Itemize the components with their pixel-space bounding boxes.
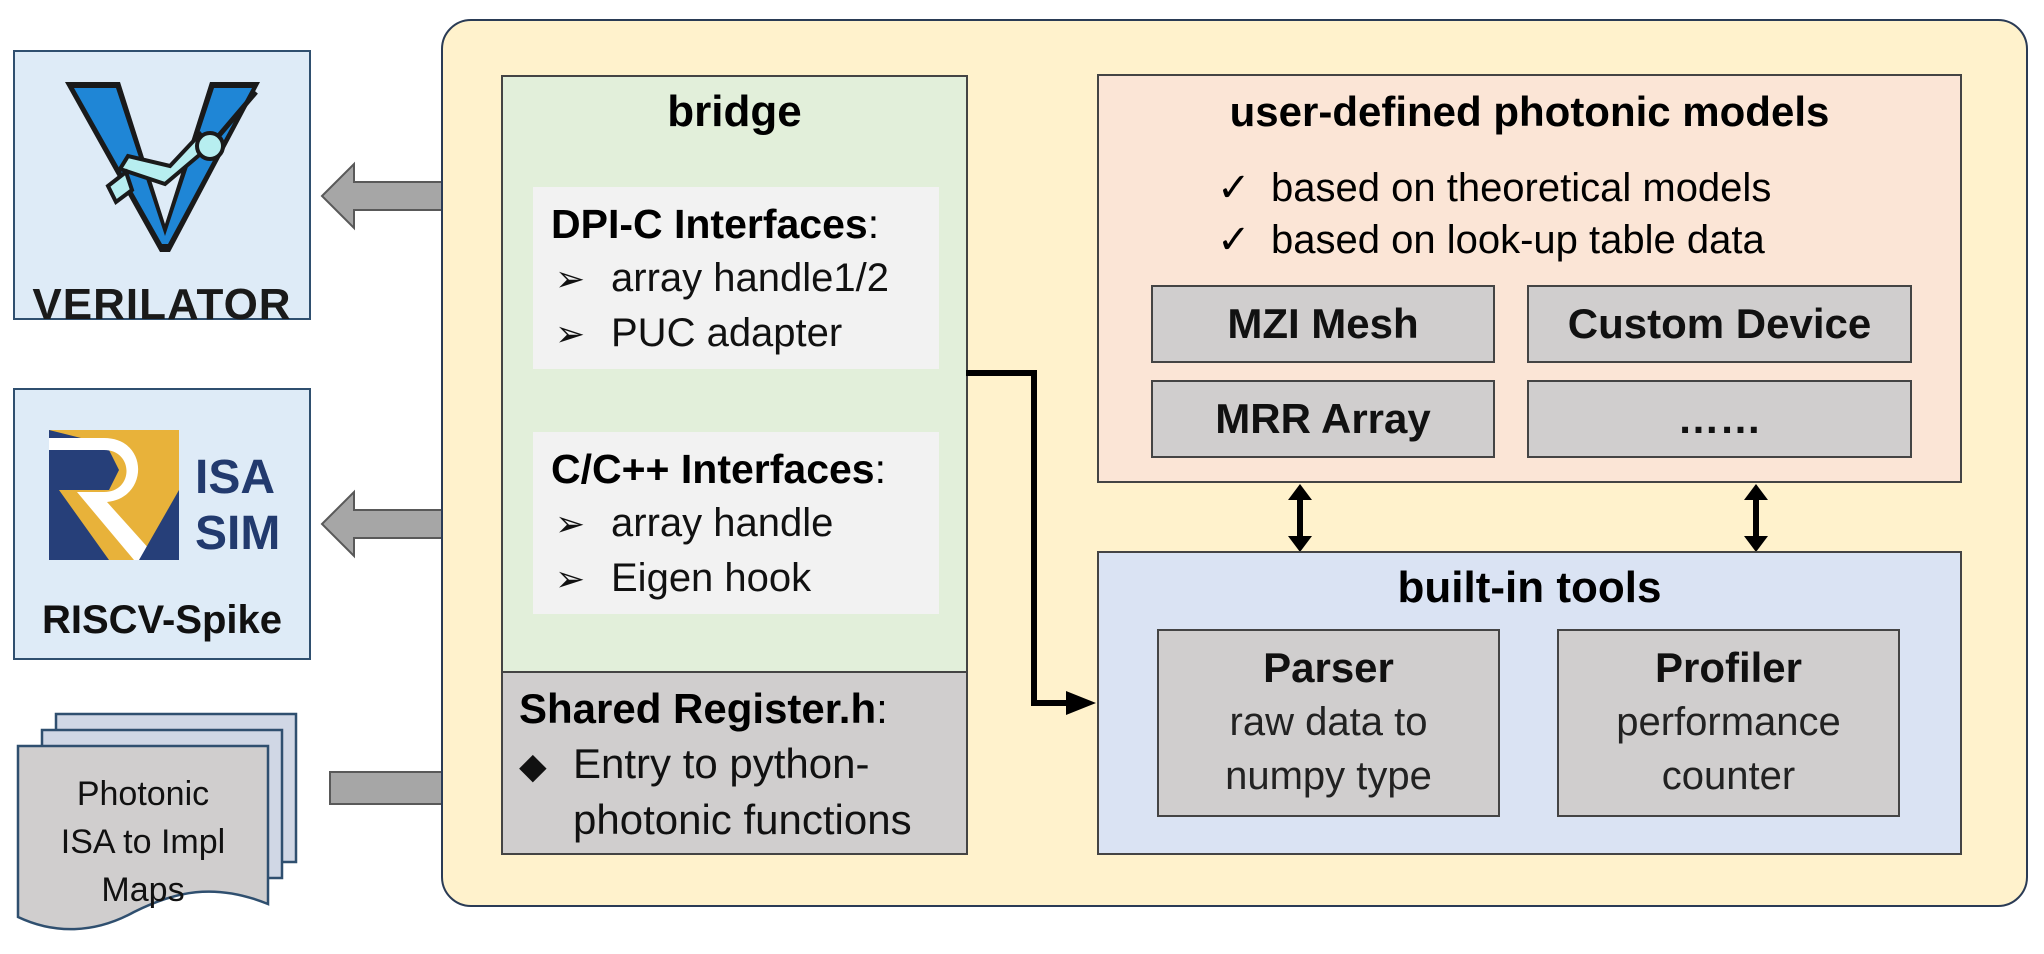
check-icon: ✓	[1217, 166, 1251, 210]
cpp-interfaces-title: C/C++ Interfaces:	[551, 446, 887, 492]
maps-line-1: Photonic	[76, 775, 210, 813]
built-in-tools-panel: built-in tools Parser raw data to numpy …	[1097, 551, 1962, 855]
custom-device-box: Custom Device	[1527, 285, 1912, 363]
profiler-desc-2: counter	[1661, 754, 1796, 798]
shared-register-line-1: ◆Entry to python-	[519, 737, 950, 793]
profiler-box: Profiler performance counter	[1557, 629, 1900, 817]
photonic-models-panel: user-defined photonic models ✓based on t…	[1097, 74, 1962, 483]
profiler-desc-1: performance	[1616, 700, 1841, 744]
models-tools-arrow-left-icon	[1288, 484, 1312, 552]
parser-title: Parser	[1263, 644, 1394, 691]
cpp-interfaces-box: C/C++ Interfaces: ➢array handle ➢Eigen h…	[533, 432, 939, 614]
arrow-bullet-icon: ➢	[555, 313, 586, 354]
check-item: ✓based on look-up table data	[1217, 214, 1771, 266]
parser-desc-1: raw data to	[1229, 700, 1428, 744]
bridge-tools-connector-icon	[966, 370, 1096, 715]
mzi-mesh-box: MZI Mesh	[1151, 285, 1495, 363]
maps-line-2: ISA to Impl	[60, 823, 226, 861]
verilator-label: VERILATOR	[32, 280, 292, 329]
arrow-bullet-icon: ➢	[555, 503, 586, 544]
dpi-item: ➢PUC adapter	[551, 306, 921, 361]
cpp-item: ➢Eigen hook	[551, 551, 921, 606]
bridge-title: bridge	[667, 87, 802, 136]
dpi-interfaces-box: DPI-C Interfaces: ➢array handle1/2 ➢PUC …	[533, 187, 939, 369]
check-list: ✓based on theoretical models ✓based on l…	[1217, 162, 1771, 266]
spike-logo-isa: ISA	[195, 451, 276, 504]
check-item: ✓based on theoretical models	[1217, 162, 1771, 214]
document-stack-icon	[16, 712, 298, 931]
spike-box: ISA SIM RISCV-Spike	[13, 388, 311, 660]
maps-line-3: Maps	[101, 871, 185, 909]
ellipsis-device-box: ……	[1527, 380, 1912, 458]
shared-register-line-2: photonic functions	[573, 796, 912, 843]
arrow-bullet-icon: ➢	[555, 258, 586, 299]
riscv-logo-icon	[49, 430, 179, 560]
verilator-logo-icon	[65, 82, 260, 252]
dpi-item: ➢array handle1/2	[551, 251, 921, 306]
spike-label: RISCV-Spike	[41, 598, 283, 642]
built-in-tools-title: built-in tools	[1397, 563, 1662, 612]
photonic-models-title: user-defined photonic models	[1229, 88, 1830, 135]
shared-register-title: Shared Register.h:	[519, 685, 888, 732]
shared-register-box: Shared Register.h: ◆Entry to python- pho…	[501, 671, 968, 855]
models-tools-arrow-right-icon	[1744, 484, 1768, 552]
diamond-bullet-icon: ◆	[519, 745, 547, 786]
verilator-box: VERILATOR	[13, 50, 311, 329]
parser-box: Parser raw data to numpy type	[1157, 629, 1500, 817]
arrow-bullet-icon: ➢	[555, 558, 586, 599]
spike-logo-sim: SIM	[195, 507, 281, 560]
mrr-array-box: MRR Array	[1151, 380, 1495, 458]
dpi-interfaces-title: DPI-C Interfaces:	[551, 201, 880, 247]
parser-desc-2: numpy type	[1225, 754, 1432, 798]
check-icon: ✓	[1217, 218, 1251, 262]
profiler-title: Profiler	[1654, 644, 1803, 691]
cpp-item: ➢array handle	[551, 496, 921, 551]
bridge-panel: bridge DPI-C Interfaces: ➢array handle1/…	[501, 75, 968, 673]
maps-text: Photonic ISA to Impl Maps	[18, 770, 268, 920]
